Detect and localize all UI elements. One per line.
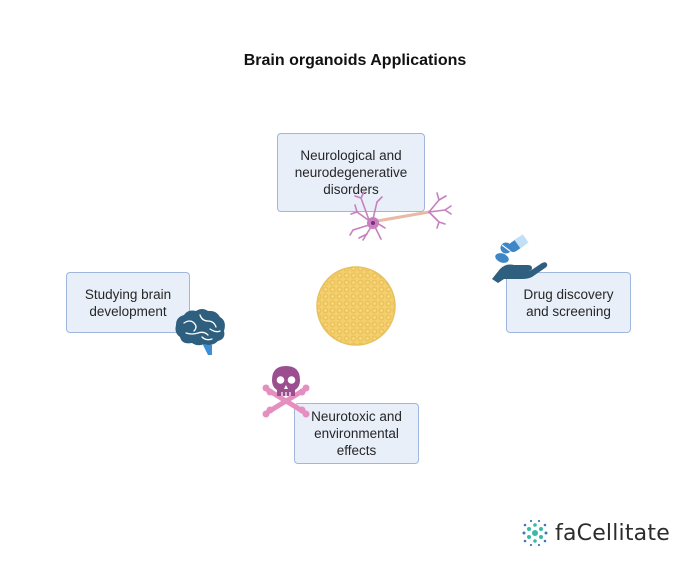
application-box-drug-discovery: Drug discovery and screening — [506, 272, 631, 333]
logo-text: faCellitate — [555, 520, 670, 546]
application-box-neurotoxic-effects: Neurotoxic and environmental effects — [294, 403, 419, 464]
application-box-neurological-disorders: Neurological and neurodegenerative disor… — [277, 133, 425, 212]
pills-in-hand-icon — [492, 234, 548, 283]
skull-crossbones-icon — [262, 366, 310, 418]
diagram-title: Brain organoids Applications — [243, 52, 467, 69]
application-box-brain-development: Studying brain development — [66, 272, 190, 333]
brain-icon — [175, 309, 225, 355]
brain-organoid-icon — [316, 266, 396, 346]
logo-mark-icon — [522, 519, 548, 547]
neuron-icon — [349, 191, 452, 241]
facellitate-logo: faCellitate — [521, 519, 670, 547]
